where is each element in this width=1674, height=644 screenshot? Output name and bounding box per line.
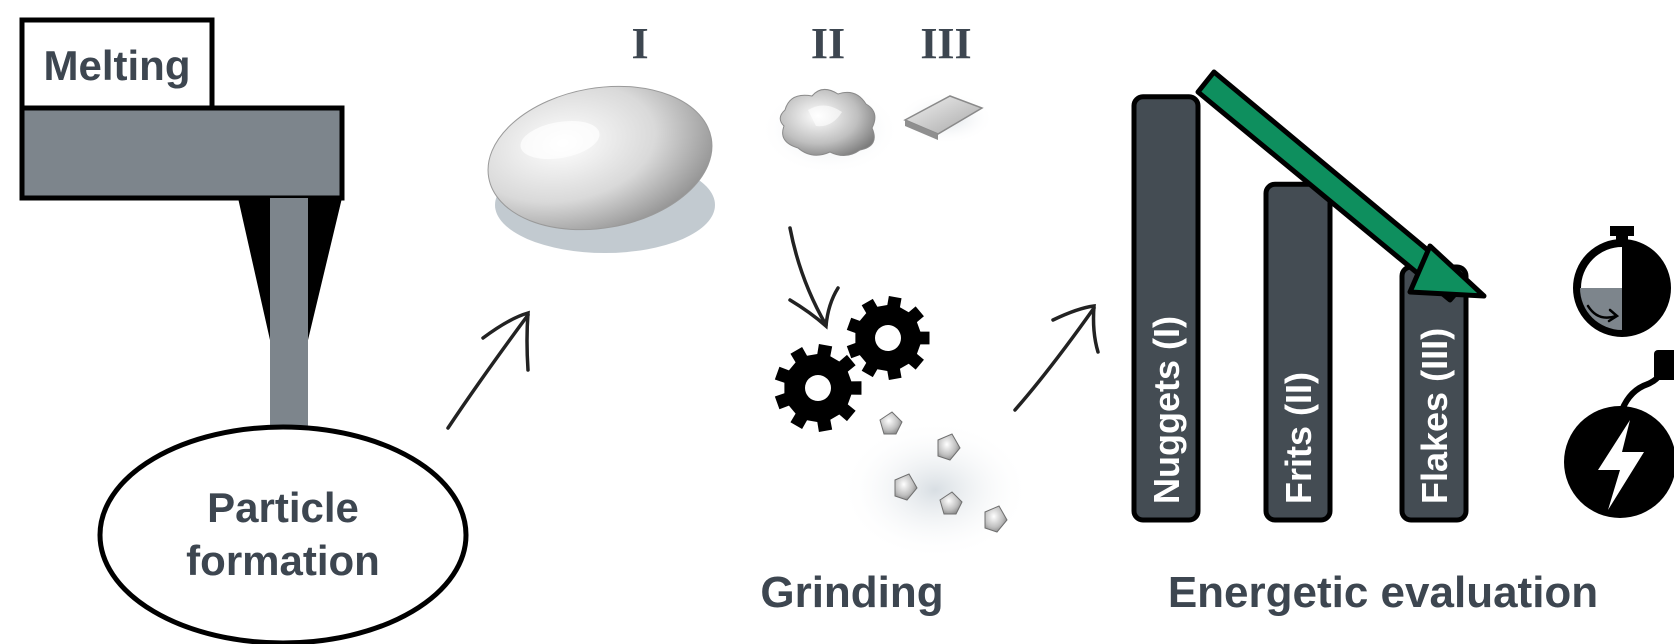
particle-formation-ellipse xyxy=(97,424,469,644)
plug-head xyxy=(1654,350,1674,380)
melting-furnace: Melting xyxy=(19,17,345,428)
arrow-formation-to-particles xyxy=(446,310,530,430)
gear-icon xyxy=(774,344,862,432)
bar xyxy=(1131,94,1201,523)
nozzle-right-cone xyxy=(308,198,342,340)
flake-particle xyxy=(903,95,984,135)
particle-label-line2: formation xyxy=(186,537,380,584)
grinding-label: Grinding xyxy=(760,568,943,617)
gear-icon xyxy=(846,296,930,380)
gear-hole xyxy=(805,375,831,401)
particle-types: I II III xyxy=(487,19,994,253)
frit-facet xyxy=(808,105,842,127)
nozzle-left-cone xyxy=(238,198,270,340)
arrow-grinding-to-evaluation xyxy=(1013,303,1100,412)
lightning-bomb-icon xyxy=(1564,350,1674,518)
particle-label-line1: Particle xyxy=(207,484,359,531)
furnace-body xyxy=(19,105,345,201)
lightning-bolt xyxy=(1598,420,1644,510)
ground-particle xyxy=(984,505,1008,533)
roman-label-3: III xyxy=(920,19,971,68)
bar-group: Nuggets (I) Frits (II) Flakes (III) xyxy=(1131,94,1469,523)
gear-hole xyxy=(875,325,901,351)
ground-particle xyxy=(937,433,961,461)
trend-arrow-shaft xyxy=(1195,69,1469,303)
bar-label: Nuggets (I) xyxy=(1146,316,1187,504)
down-arrow-icon xyxy=(1195,69,1487,303)
nugget-particle xyxy=(487,85,713,231)
flake-edge xyxy=(905,120,938,140)
bar xyxy=(1263,181,1333,523)
grinding: Grinding xyxy=(760,296,1030,617)
arrow-particles-to-grinding xyxy=(788,226,840,330)
ground-particle xyxy=(939,491,963,515)
ground-particles-halo xyxy=(840,420,1030,560)
melting-label: Melting xyxy=(44,42,191,89)
nozzle-stream xyxy=(270,198,308,428)
energetic-label: Energetic evaluation xyxy=(1168,568,1598,617)
energetic-evaluation: Nuggets (I) Frits (II) Flakes (III) Energe… xyxy=(1131,69,1674,617)
stopwatch-button xyxy=(1610,226,1634,236)
bar-label: Flakes (III) xyxy=(1414,328,1455,504)
nugget-highlight xyxy=(520,120,600,160)
roman-label-1: I xyxy=(631,19,648,68)
trend-arrow-head xyxy=(1407,243,1487,299)
stopwatch-remaining xyxy=(1580,288,1622,330)
ground-particles xyxy=(879,411,1008,533)
bar-label: Frits (II) xyxy=(1278,372,1319,504)
stopwatch-arrow xyxy=(1586,304,1620,323)
particle-formation: Particle formation xyxy=(97,424,469,644)
roman-label-2: II xyxy=(811,19,845,68)
stopwatch-icon xyxy=(1573,226,1671,337)
ground-particle xyxy=(879,411,903,435)
ground-particle xyxy=(894,473,918,501)
